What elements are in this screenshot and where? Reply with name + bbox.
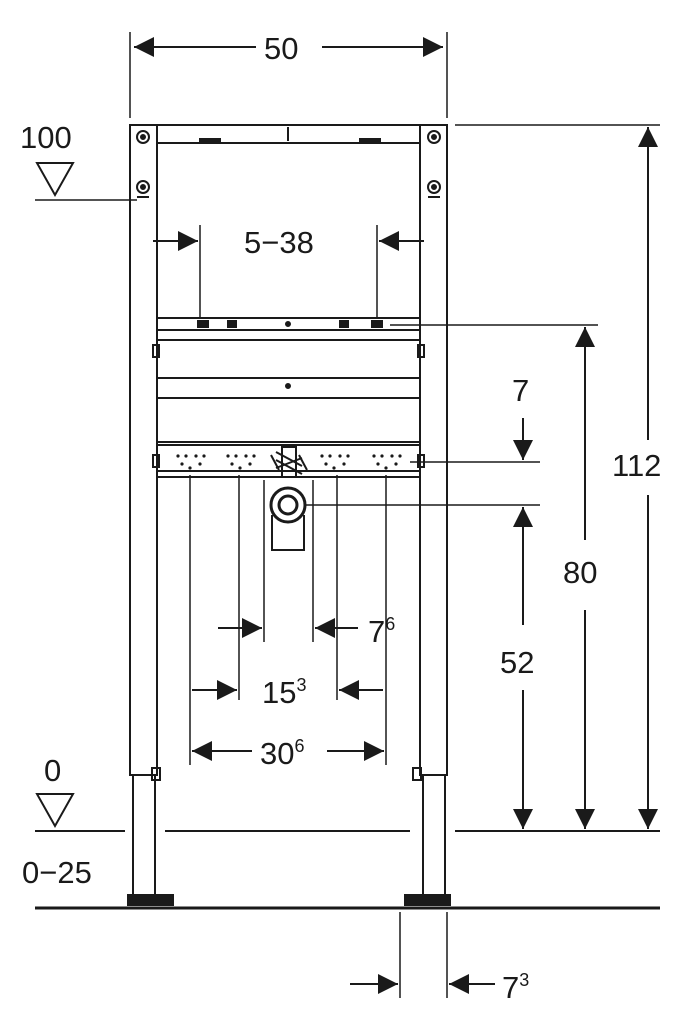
- middle-cross-rails: [152, 339, 425, 443]
- top-rail: [156, 124, 421, 144]
- wall-anchor-icon: [136, 130, 441, 198]
- spacing-7-6-label: 76: [368, 614, 396, 649]
- height-112-label: 112: [612, 448, 662, 483]
- height-80-label: 80: [563, 555, 598, 590]
- spacing-30-6-label: 306: [260, 736, 305, 771]
- connection-plate: [152, 444, 425, 478]
- frame-width-label: 50: [264, 31, 299, 66]
- spacing-15-3-label: 153: [262, 675, 307, 710]
- foot-adjust-label: 0−25: [22, 855, 92, 890]
- height-52-label: 52: [500, 645, 535, 680]
- water-supply-fitting: [269, 446, 308, 551]
- foot-offset-label: 73: [502, 970, 530, 1005]
- bracket-range-label: 5−38: [244, 225, 314, 260]
- extension-lines: [35, 32, 660, 998]
- plate-slot-holes: [176, 454, 402, 470]
- dimension-arrows: [134, 37, 658, 994]
- bracket-bar: [156, 317, 421, 331]
- right-upright: [404, 124, 451, 906]
- level-marker-icon: [35, 162, 75, 829]
- top-reference-label: 100: [20, 120, 72, 155]
- floor-level-label: 0: [44, 753, 62, 788]
- offset-7-label: 7: [512, 373, 530, 408]
